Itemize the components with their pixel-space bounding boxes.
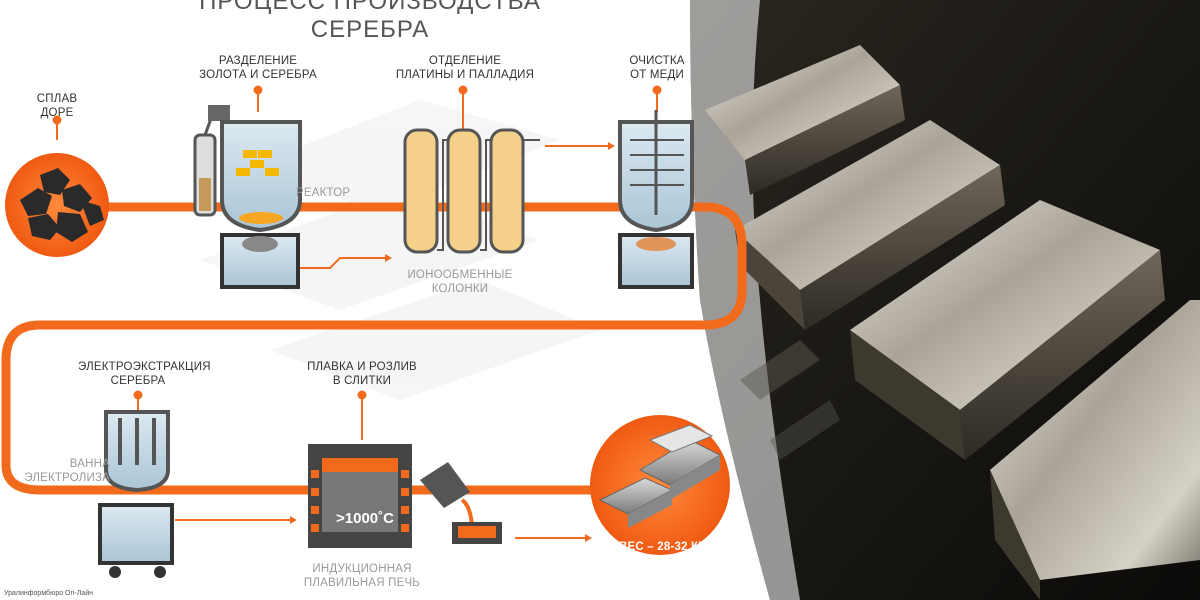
label-dore-line2: ДОРЕ xyxy=(40,107,74,119)
label-dore: СПЛАВ ДОРЕ xyxy=(22,92,92,120)
label-bath-line1: ВАННА xyxy=(69,458,110,470)
label-dore-line1: СПЛАВ xyxy=(36,93,78,105)
electrolysis-bath xyxy=(98,410,174,578)
page-title: ПРОЦЕСС ПРОИЗВОДСТВА СЕРЕБРА xyxy=(199,0,541,43)
reactor-2 xyxy=(618,110,694,289)
label-bath: ВАННА ЭЛЕКТРОЛИЗА xyxy=(20,457,110,485)
label-electro-line1: ЭЛЕКТРОЭКСТРАКЦИЯ xyxy=(78,361,211,373)
label-pointers xyxy=(52,85,662,440)
label-columns-line2: КОЛОНКИ xyxy=(431,283,489,295)
label-columns: ИОНООБМЕННЫЕ КОЛОНКИ xyxy=(400,268,520,296)
induction-furnace xyxy=(308,444,502,548)
label-columns-line1: ИОНООБМЕННЫЕ xyxy=(407,269,513,281)
label-separation: РАЗДЕЛЕНИЕ ЗОЛОТА И СЕРЕБРА xyxy=(198,54,318,82)
label-furnace-line2: ПЛАВИЛЬНАЯ ПЕЧЬ xyxy=(303,577,421,589)
label-electro-line2: СЕРЕБРА xyxy=(110,375,166,387)
label-copper-line1: ОЧИСТКА xyxy=(629,55,685,67)
furnace-temperature: >1000˚С xyxy=(336,510,394,527)
label-separation-line1: РАЗДЕЛЕНИЕ xyxy=(218,55,298,67)
flow-arrows xyxy=(175,145,608,539)
label-electro: ЭЛЕКТРОЭКСТРАКЦИЯ СЕРЕБРА xyxy=(78,360,211,388)
dore-alloy-icon xyxy=(5,153,109,257)
label-smelting: ПЛАВКА И РОЗЛИВ В СЛИТКИ xyxy=(302,360,422,388)
label-platinum: ОТДЕЛЕНИЕ ПЛАТИНЫ И ПАЛЛАДИЯ xyxy=(395,54,535,82)
label-platinum-line2: ПЛАТИНЫ И ПАЛЛАДИЯ xyxy=(395,69,535,81)
label-platinum-line1: ОТДЕЛЕНИЕ xyxy=(428,55,502,67)
label-reactor-1: РЕАКТОР xyxy=(296,187,351,199)
label-smelting-line2: В СЛИТКИ xyxy=(332,375,392,387)
silver-bars-output xyxy=(590,415,730,555)
silver-ingots-photo xyxy=(690,0,1200,600)
label-furnace: ИНДУКЦИОННАЯ ПЛАВИЛЬНАЯ ПЕЧЬ xyxy=(298,562,426,590)
ion-exchange-columns xyxy=(403,128,540,254)
process-flow-line xyxy=(1,202,747,495)
source-credit: Уралинформбюро On-Лайн xyxy=(4,590,93,597)
reactor-1 xyxy=(193,105,302,289)
arrow-heads xyxy=(290,142,615,542)
label-bath-line2: ЭЛЕКТРОЛИЗА xyxy=(24,472,110,484)
label-copper-line2: ОТ МЕДИ xyxy=(630,69,684,81)
label-furnace-line1: ИНДУКЦИОННАЯ xyxy=(312,563,412,575)
weight-label: ВЕС – 28-32 кг xyxy=(618,541,705,553)
label-reactor-2: РЕАКТОР xyxy=(694,187,749,199)
label-smelting-line1: ПЛАВКА И РОЗЛИВ xyxy=(307,361,417,373)
label-copper: ОЧИСТКА ОТ МЕДИ xyxy=(617,54,697,82)
label-separation-line2: ЗОЛОТА И СЕРЕБРА xyxy=(199,69,317,81)
